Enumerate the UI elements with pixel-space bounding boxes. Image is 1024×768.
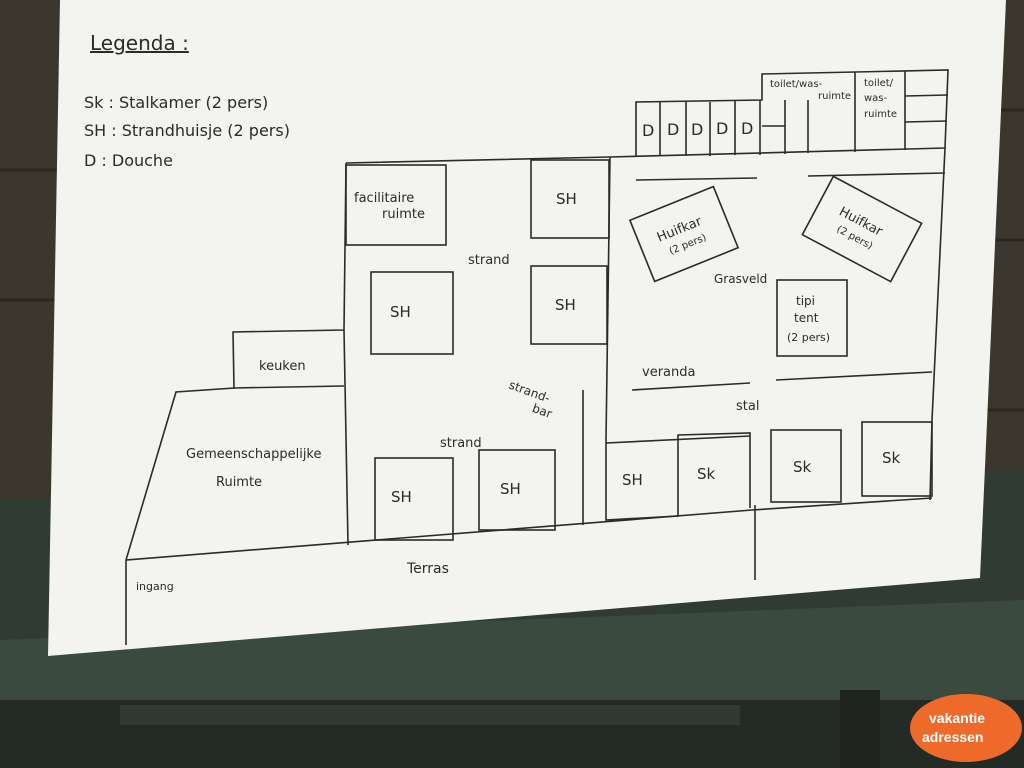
label-terras: Terras xyxy=(406,561,449,577)
logo-line1: vakantie xyxy=(929,710,985,726)
logo-line2: adressen xyxy=(922,729,983,745)
label-sk: Sk xyxy=(882,449,901,467)
label-facilitaire: ruimte xyxy=(382,207,425,222)
legend-title: Legenda : xyxy=(90,31,189,55)
label-gemeenschappelijke: Gemeenschappelijke xyxy=(186,447,322,462)
label-douche: D xyxy=(691,120,703,139)
label-ingang: ingang xyxy=(136,580,174,593)
label-douche: D xyxy=(642,121,654,140)
label-keuken: keuken xyxy=(259,359,306,374)
label-stal: stal xyxy=(736,399,759,414)
label-toilet: ruimte xyxy=(818,91,851,102)
label-toilet: toilet/ xyxy=(864,78,894,89)
legend: Legenda : Sk : Stalkamer (2 pers) SH : S… xyxy=(84,31,290,170)
label-strand: strand xyxy=(440,436,482,451)
label-tipi: tipi xyxy=(796,294,815,308)
label-facilitaire: facilitaire xyxy=(354,191,414,206)
label-veranda: veranda xyxy=(642,365,695,380)
paper-sheet xyxy=(48,0,1006,656)
label-douche: D xyxy=(716,119,728,138)
legend-item: Sk : Stalkamer (2 pers) xyxy=(84,93,268,112)
label-strandbar: bar xyxy=(530,401,554,421)
label-toilet: toilet/was- xyxy=(770,79,823,90)
floor-plan xyxy=(125,69,949,645)
label-sk: Sk xyxy=(793,458,812,476)
label-toilet: ruimte xyxy=(864,109,897,120)
label-sh: SH xyxy=(555,296,576,314)
label-douche: D xyxy=(741,119,753,138)
label-strand: strand xyxy=(468,253,510,268)
label-sk: Sk xyxy=(697,465,716,483)
label-sh: SH xyxy=(390,303,411,321)
room-labels: toilet/was- ruimte toilet/ was- ruimte D… xyxy=(136,78,901,593)
label-grasveld: Grasveld xyxy=(714,272,767,286)
label-sh: SH xyxy=(391,488,412,506)
legend-item: SH : Strandhuisje (2 pers) xyxy=(84,121,290,140)
label-tipi: tent xyxy=(794,311,819,325)
label-toilet: was- xyxy=(864,93,888,104)
label-douche: D xyxy=(667,120,679,139)
label-tipi: (2 pers) xyxy=(787,331,830,344)
label-sh: SH xyxy=(556,190,577,208)
vakantieadressen-logo: vakantie adressen xyxy=(910,694,1022,762)
label-gemeenschappelijke: Ruimte xyxy=(216,475,262,490)
label-sh: SH xyxy=(500,480,521,498)
legend-item: D : Douche xyxy=(84,151,173,170)
label-sh: SH xyxy=(622,471,643,489)
